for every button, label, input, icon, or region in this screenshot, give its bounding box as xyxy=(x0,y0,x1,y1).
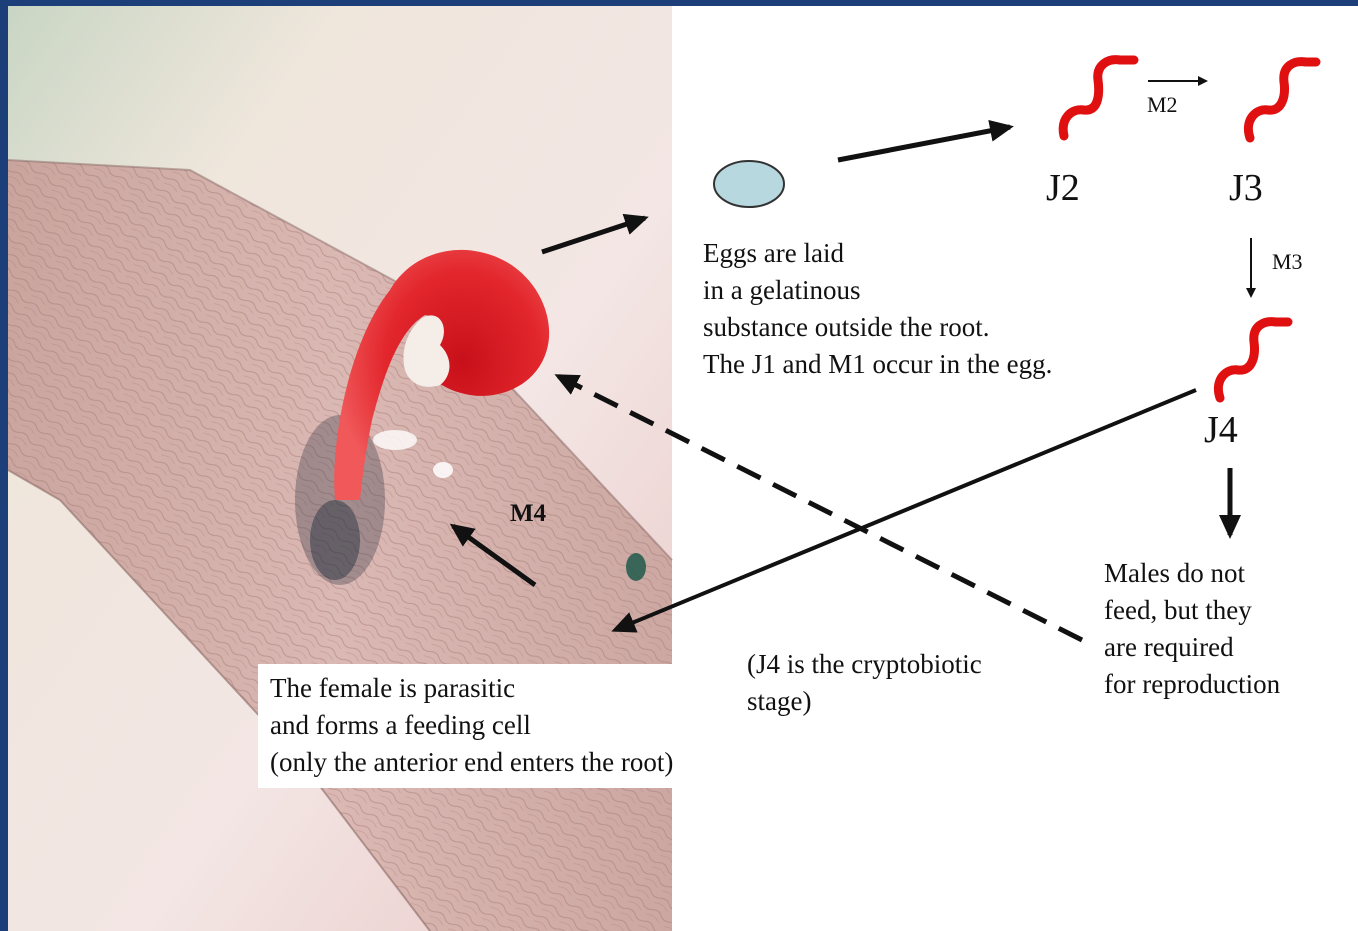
label-j2: J2 xyxy=(1046,166,1080,210)
eggs-line-1: Eggs are laid xyxy=(703,235,1052,272)
female-line-3: (only the anterior end enters the root) xyxy=(270,744,673,781)
eggs-line-3: substance outside the root. xyxy=(703,309,1052,346)
males-line-1: Males do not xyxy=(1104,555,1280,592)
cryptobiotic-line-1: (J4 is the cryptobiotic xyxy=(747,646,982,683)
egg-icon xyxy=(714,161,784,207)
eggs-line-4: The J1 and M1 occur in the egg. xyxy=(703,346,1052,383)
worm-j2-icon xyxy=(1063,60,1134,136)
worm-j3-icon xyxy=(1248,62,1316,138)
arrow-egg-to-j2 xyxy=(838,127,1010,160)
female-text: The female is parasitic and forms a feed… xyxy=(270,670,673,781)
cryptobiotic-line-2: stage) xyxy=(747,683,982,720)
arrow-female-to-eggs xyxy=(542,218,645,252)
label-j4: J4 xyxy=(1204,408,1238,452)
males-line-2: feed, but they xyxy=(1104,592,1280,629)
males-line-4: for reproduction xyxy=(1104,666,1280,703)
males-line-3: are required xyxy=(1104,629,1280,666)
males-text: Males do not feed, but they are required… xyxy=(1104,555,1280,703)
label-j3: J3 xyxy=(1229,166,1263,210)
label-m2: M2 xyxy=(1147,92,1178,118)
label-m4: M4 xyxy=(510,500,546,528)
cryptobiotic-text: (J4 is the cryptobiotic stage) xyxy=(747,646,982,720)
eggs-line-2: in a gelatinous xyxy=(703,272,1052,309)
female-line-1: The female is parasitic xyxy=(270,670,673,707)
arrow-m4 xyxy=(453,526,535,585)
eggs-text: Eggs are laid in a gelatinous substance … xyxy=(703,235,1052,383)
arrow-males-to-female-dashed xyxy=(558,376,1082,640)
female-line-2: and forms a feeding cell xyxy=(270,707,673,744)
worm-j4-icon xyxy=(1218,322,1288,398)
label-m3: M3 xyxy=(1272,249,1303,275)
